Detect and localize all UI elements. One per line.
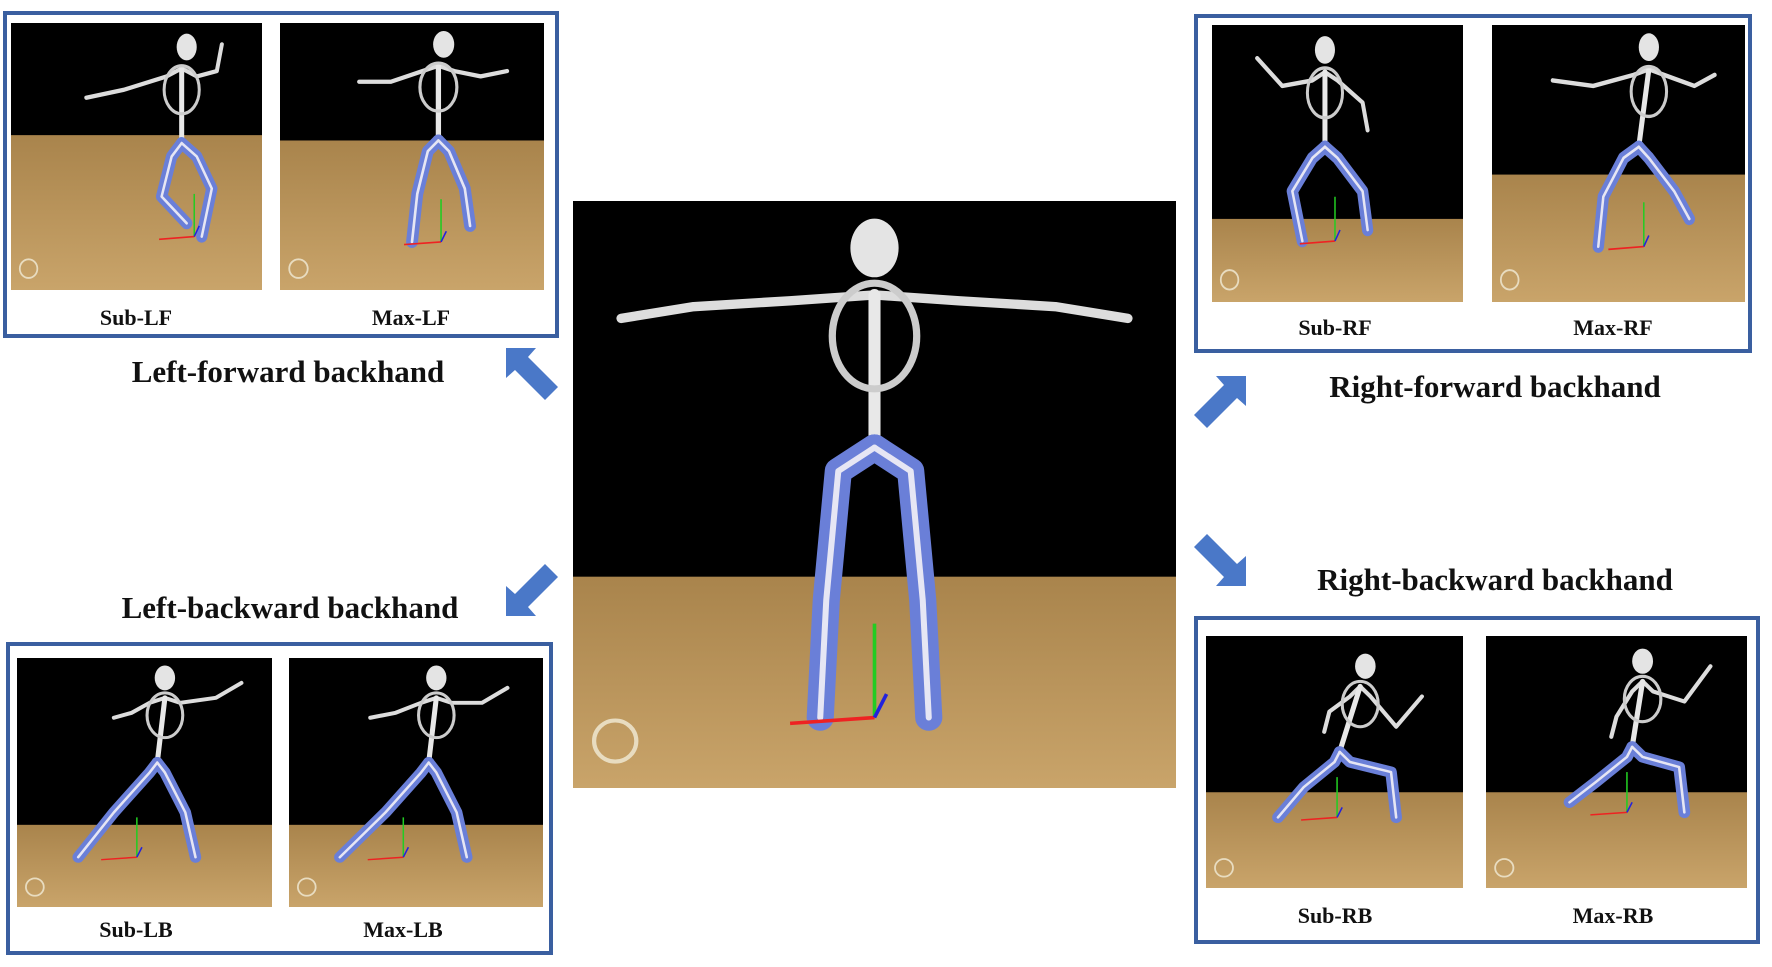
skeleton-figure bbox=[17, 665, 272, 907]
sub-rf-label: Sub-RF bbox=[1298, 315, 1372, 340]
skeleton-figure bbox=[1486, 648, 1747, 888]
sub-lf-image bbox=[11, 23, 262, 290]
floor bbox=[17, 824, 272, 907]
max-lf-label: Max-LF bbox=[371, 305, 451, 330]
floor bbox=[289, 824, 543, 907]
right-backward-title: Right-backward backhand bbox=[1317, 562, 1673, 597]
logo-watermark bbox=[1214, 858, 1234, 878]
logo-watermark bbox=[1494, 858, 1515, 878]
floor bbox=[1492, 174, 1745, 302]
sub-rb-image bbox=[1206, 636, 1463, 888]
skeleton-figure bbox=[280, 31, 544, 290]
max-rf-image bbox=[1492, 25, 1745, 302]
floor bbox=[1486, 792, 1747, 888]
sub-lf-label: Sub-LF bbox=[99, 305, 173, 330]
floor bbox=[11, 135, 262, 290]
max-rf-label: Max-RF bbox=[1573, 315, 1653, 340]
arrow-up-left-icon bbox=[506, 348, 558, 400]
skeleton-figure bbox=[289, 665, 543, 907]
max-rb-label: Max-RB bbox=[1572, 903, 1654, 928]
max-lb-image bbox=[289, 658, 543, 907]
floor bbox=[1206, 792, 1463, 888]
logo-watermark bbox=[18, 258, 39, 279]
arrow-down-left-icon bbox=[506, 564, 558, 616]
skeleton-figure bbox=[11, 33, 262, 290]
skeleton-figure bbox=[1212, 36, 1463, 302]
max-lf-image bbox=[280, 23, 544, 290]
logo-watermark bbox=[288, 258, 309, 279]
right-forward-title: Right-forward backhand bbox=[1329, 369, 1661, 404]
max-lb-label: Max-LB bbox=[363, 917, 443, 942]
arrow-up-right-icon bbox=[1194, 376, 1246, 428]
left-backward-title: Left-backward backhand bbox=[121, 590, 459, 625]
logo-watermark bbox=[1219, 269, 1240, 291]
logo-watermark bbox=[591, 718, 639, 764]
arrow-down-right-icon bbox=[1194, 534, 1246, 586]
sub-rb-label: Sub-RB bbox=[1297, 903, 1373, 928]
logo-watermark bbox=[1499, 269, 1520, 291]
skeleton-figure bbox=[573, 218, 1176, 788]
sub-lb-label: Sub-LB bbox=[99, 917, 173, 942]
left-forward-title: Left-forward backhand bbox=[131, 354, 445, 389]
floor bbox=[1212, 218, 1463, 302]
center-model-image bbox=[573, 201, 1176, 788]
sub-rf-image bbox=[1212, 25, 1463, 302]
skeleton-figure bbox=[1206, 653, 1463, 888]
sub-lb-image bbox=[17, 658, 272, 907]
logo-watermark bbox=[297, 877, 317, 897]
skeleton-figure bbox=[1492, 33, 1745, 302]
logo-watermark bbox=[25, 877, 45, 897]
max-rb-image bbox=[1486, 636, 1747, 888]
